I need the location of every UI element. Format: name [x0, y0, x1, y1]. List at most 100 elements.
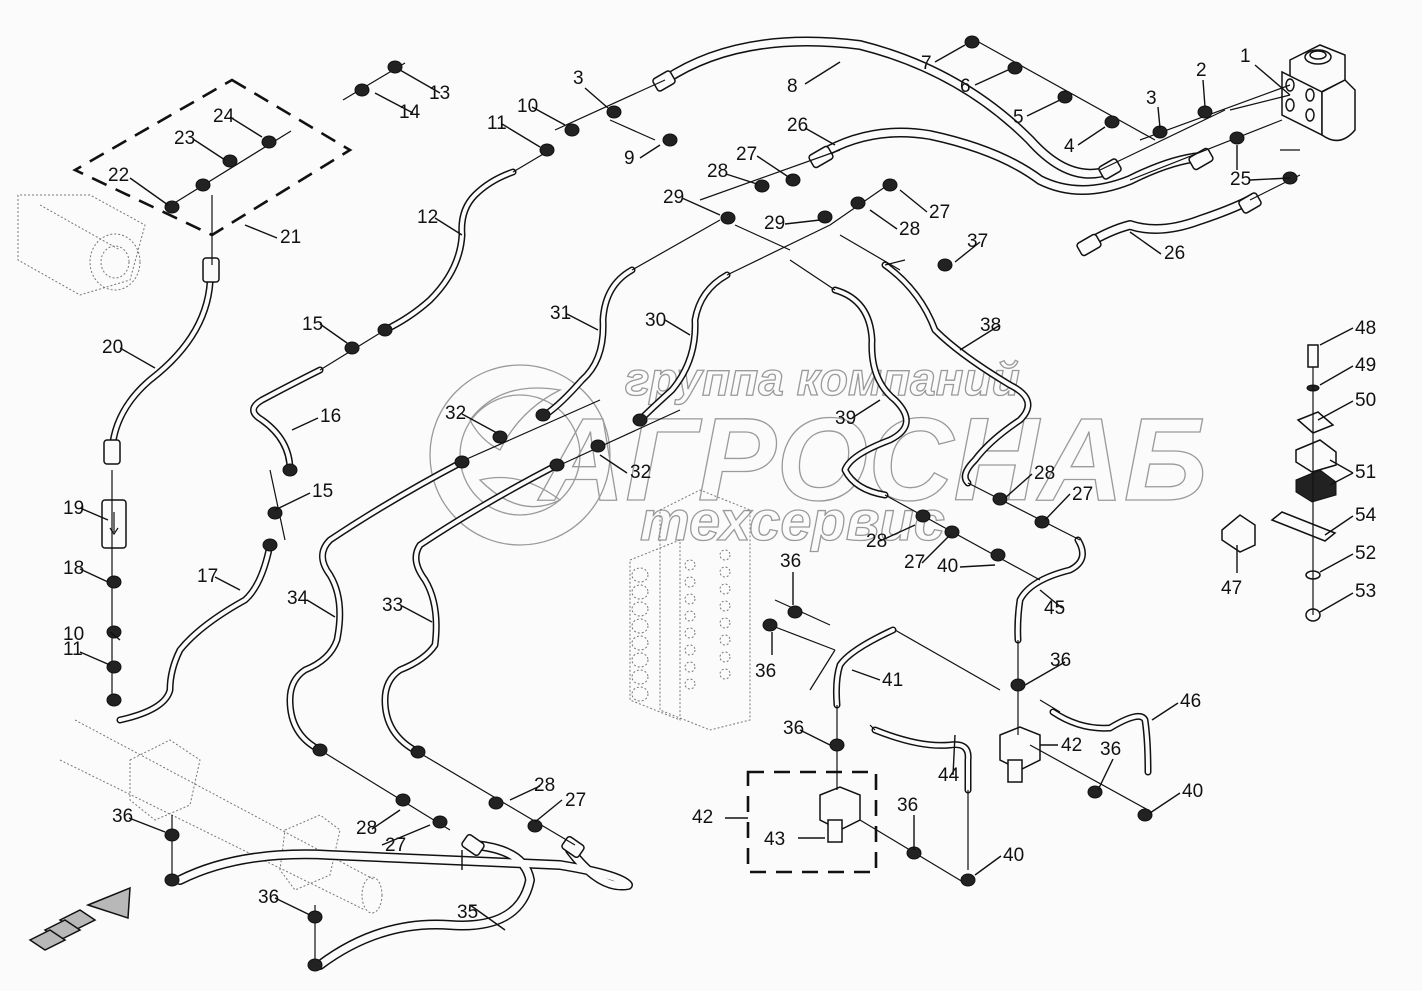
pipe-46-inner — [1051, 710, 1150, 774]
steering-cylinder-ghost — [59, 719, 383, 914]
callout-leader — [128, 817, 166, 833]
callout-45: 45 — [1044, 598, 1065, 619]
callout-15b: 15 — [312, 481, 333, 502]
callout-leader — [509, 785, 541, 801]
callout-leader — [974, 855, 1002, 876]
callout-leader — [974, 69, 1009, 86]
valve-port — [719, 634, 731, 646]
callout-leader — [681, 197, 721, 216]
callout-leader — [291, 417, 319, 431]
valve-port — [631, 686, 649, 702]
callout-leader — [1202, 79, 1206, 108]
center-line — [967, 482, 1081, 541]
callout-20: 20 — [102, 337, 123, 358]
valve-19 — [101, 499, 127, 549]
hose-end-8b — [1098, 158, 1122, 180]
fitting-4 — [1104, 115, 1120, 129]
hose-26-upper-inner — [816, 129, 1204, 194]
callout-leader — [799, 729, 831, 746]
callout-leader — [129, 177, 169, 206]
callout-35: 35 — [457, 902, 478, 923]
callout-27d: 27 — [904, 552, 925, 573]
callout-leader — [1149, 792, 1181, 814]
pipe-31-inner — [543, 268, 634, 417]
callout-28b: 28 — [899, 219, 920, 240]
valve-port — [719, 651, 731, 663]
valve-port — [719, 600, 731, 612]
callout-48: 48 — [1355, 318, 1376, 339]
callout-leader — [192, 138, 226, 161]
callout-leader — [1151, 702, 1179, 721]
center-line — [1099, 109, 1226, 171]
callout-leader — [274, 492, 311, 511]
valve-port — [684, 593, 696, 605]
callout-36b: 36 — [258, 887, 279, 908]
nut-31 — [535, 408, 551, 422]
callout-leader — [1129, 231, 1162, 255]
callout-26b: 26 — [1164, 243, 1185, 264]
center-line — [869, 724, 876, 731]
callout-leader — [79, 568, 109, 583]
hose-end-26d — [1238, 192, 1262, 214]
center-line — [839, 234, 901, 271]
callout-leader — [921, 534, 951, 564]
callout-36f: 36 — [897, 795, 918, 816]
callout-leader — [461, 413, 498, 434]
pipes — [108, 168, 1152, 794]
center-line — [269, 469, 286, 541]
valve-port — [684, 661, 696, 673]
callout-14: 14 — [399, 102, 421, 123]
callout-40b: 40 — [1182, 781, 1203, 802]
bracket-47 — [1221, 514, 1256, 553]
callout-37: 37 — [967, 231, 988, 252]
callout-leader — [381, 824, 431, 846]
plate-50 — [1296, 411, 1335, 434]
callout-1: 1 — [1240, 46, 1251, 67]
plate-54 — [1270, 511, 1337, 542]
callout-leader — [1097, 758, 1114, 791]
hose-end-20 — [202, 257, 220, 283]
callout-33: 33 — [382, 595, 403, 616]
center-line — [559, 409, 681, 466]
callout-13: 13 — [429, 83, 450, 104]
nut-14 — [354, 83, 370, 97]
callout-leader — [851, 399, 881, 419]
pipe-17-inner — [118, 543, 272, 722]
callout-28a: 28 — [707, 161, 728, 182]
banjo — [195, 178, 211, 192]
callout-leader — [109, 631, 121, 641]
callout-leader — [804, 127, 836, 146]
callout-16: 16 — [320, 406, 341, 427]
fitting-36e — [829, 738, 845, 752]
callout-leader — [869, 209, 898, 230]
valve-port — [631, 652, 649, 668]
fitting-36h — [1087, 785, 1103, 799]
center-line — [554, 79, 666, 131]
center-line — [1129, 119, 1283, 181]
callout-leader — [934, 44, 966, 63]
callout-26a: 26 — [787, 115, 808, 136]
callout-leader — [1024, 661, 1066, 686]
fitting-36a — [164, 828, 180, 842]
callout-leader — [1317, 400, 1354, 421]
center-line — [974, 39, 1156, 141]
hose-8-inner — [661, 38, 1114, 178]
callout-leader — [501, 123, 541, 148]
callout-leader — [804, 61, 841, 85]
callout-leader — [1157, 106, 1161, 129]
center-line — [894, 629, 1001, 691]
washer-27f — [527, 819, 543, 833]
fitting-18 — [106, 575, 122, 589]
callout-leader — [534, 799, 563, 823]
center-line — [774, 599, 831, 626]
callout-27a: 27 — [736, 144, 757, 165]
callout-leader — [244, 224, 278, 239]
hose-35-a-inner — [176, 846, 632, 890]
valve-port — [684, 610, 696, 622]
callout-leader — [1249, 177, 1291, 181]
fitting-28c — [992, 492, 1008, 506]
callout-leader — [399, 69, 441, 94]
nut-12 — [377, 323, 393, 337]
callout-leader — [756, 155, 791, 179]
fitting-9 — [662, 133, 678, 147]
